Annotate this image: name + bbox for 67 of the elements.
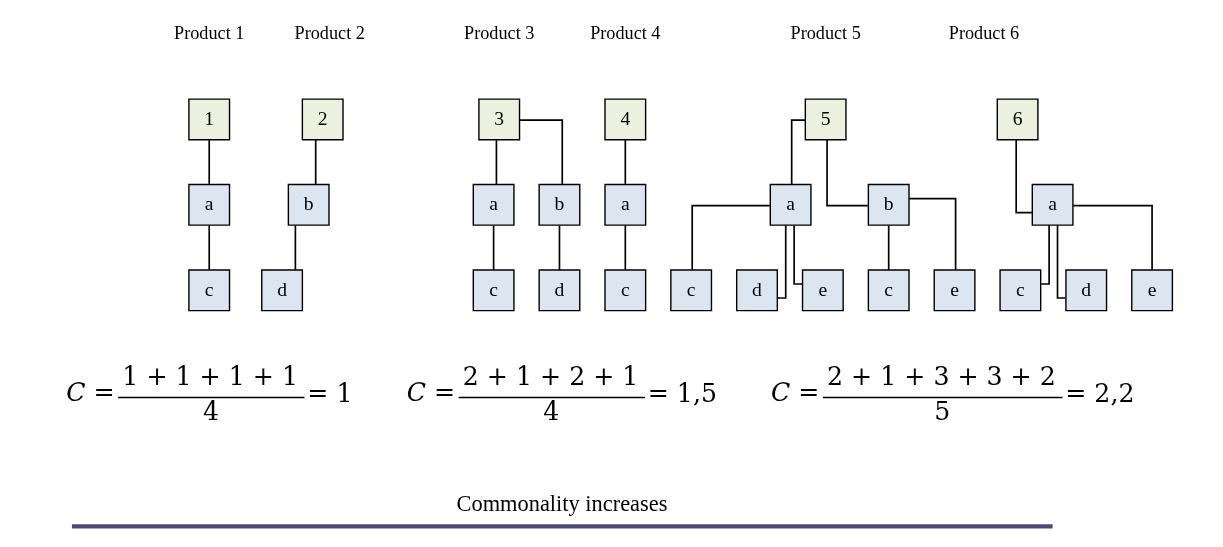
connector [314,139,317,186]
connector [207,139,210,186]
label: C = [65,377,115,407]
node-box: e [801,269,844,312]
label: 1 + 1 + 1 + 1 [121,362,298,392]
node-box: b [867,183,910,226]
node-box: 3 [477,98,520,141]
node-box: a [769,183,812,226]
connector [792,224,803,285]
connector [207,224,210,271]
node-box: d [260,269,303,312]
label: 4 [202,397,219,427]
node-box: a [187,183,230,226]
node-box: 1 [187,98,230,141]
node-box: e [933,269,976,312]
label: 4 [542,397,559,427]
node-box: d [537,269,580,312]
node-box: c [867,269,910,312]
node-box: c [603,269,646,312]
node-box: e [1130,269,1173,312]
label: = 1 [306,379,352,409]
node-box: a [1031,183,1074,226]
connector [492,224,494,271]
node-box: c [669,269,712,312]
label: 5 [933,397,950,427]
label: C = [770,377,819,407]
connector [776,224,787,299]
node-label: Product 6 [948,22,1019,43]
connector [690,204,771,271]
node-box: a [472,183,515,226]
connector [558,224,560,271]
label: 2 + 1 + 2 + 1 [462,362,638,392]
connector [1014,139,1033,214]
connector [518,119,563,186]
node-box: b [537,183,580,226]
connector [825,138,869,207]
node-label: Product 4 [589,22,660,43]
connector [495,139,497,186]
label: = 1,5 [647,379,717,409]
node-box: c [472,269,515,312]
connector [887,224,890,271]
connector [1056,224,1066,299]
node-box: 6 [996,98,1039,141]
node-box: 5 [804,98,847,141]
node-box: c [187,269,230,312]
connector [623,224,626,271]
connector [1071,204,1153,271]
node-box: d [735,269,778,312]
connector [790,119,806,186]
node-label: Product 3 [463,22,534,43]
node-label: Product 2 [294,22,365,43]
node-label: Product 1 [173,22,244,43]
node-box: a [603,183,646,226]
label: C = [406,377,455,407]
node-label: Product 5 [790,22,861,43]
connector [907,197,956,271]
node-box: 4 [603,98,646,141]
label: 2 + 1 + 3 + 3 + 2 [826,362,1056,392]
connector [1039,224,1050,285]
node-box: d [1064,269,1107,312]
connector [623,139,626,186]
connector [294,224,296,271]
node-box: b [287,183,330,226]
node-box: c [998,269,1041,312]
node-box: 2 [301,98,344,141]
label: = 2,2 [1064,379,1134,409]
label: Commonality increases [455,491,667,517]
